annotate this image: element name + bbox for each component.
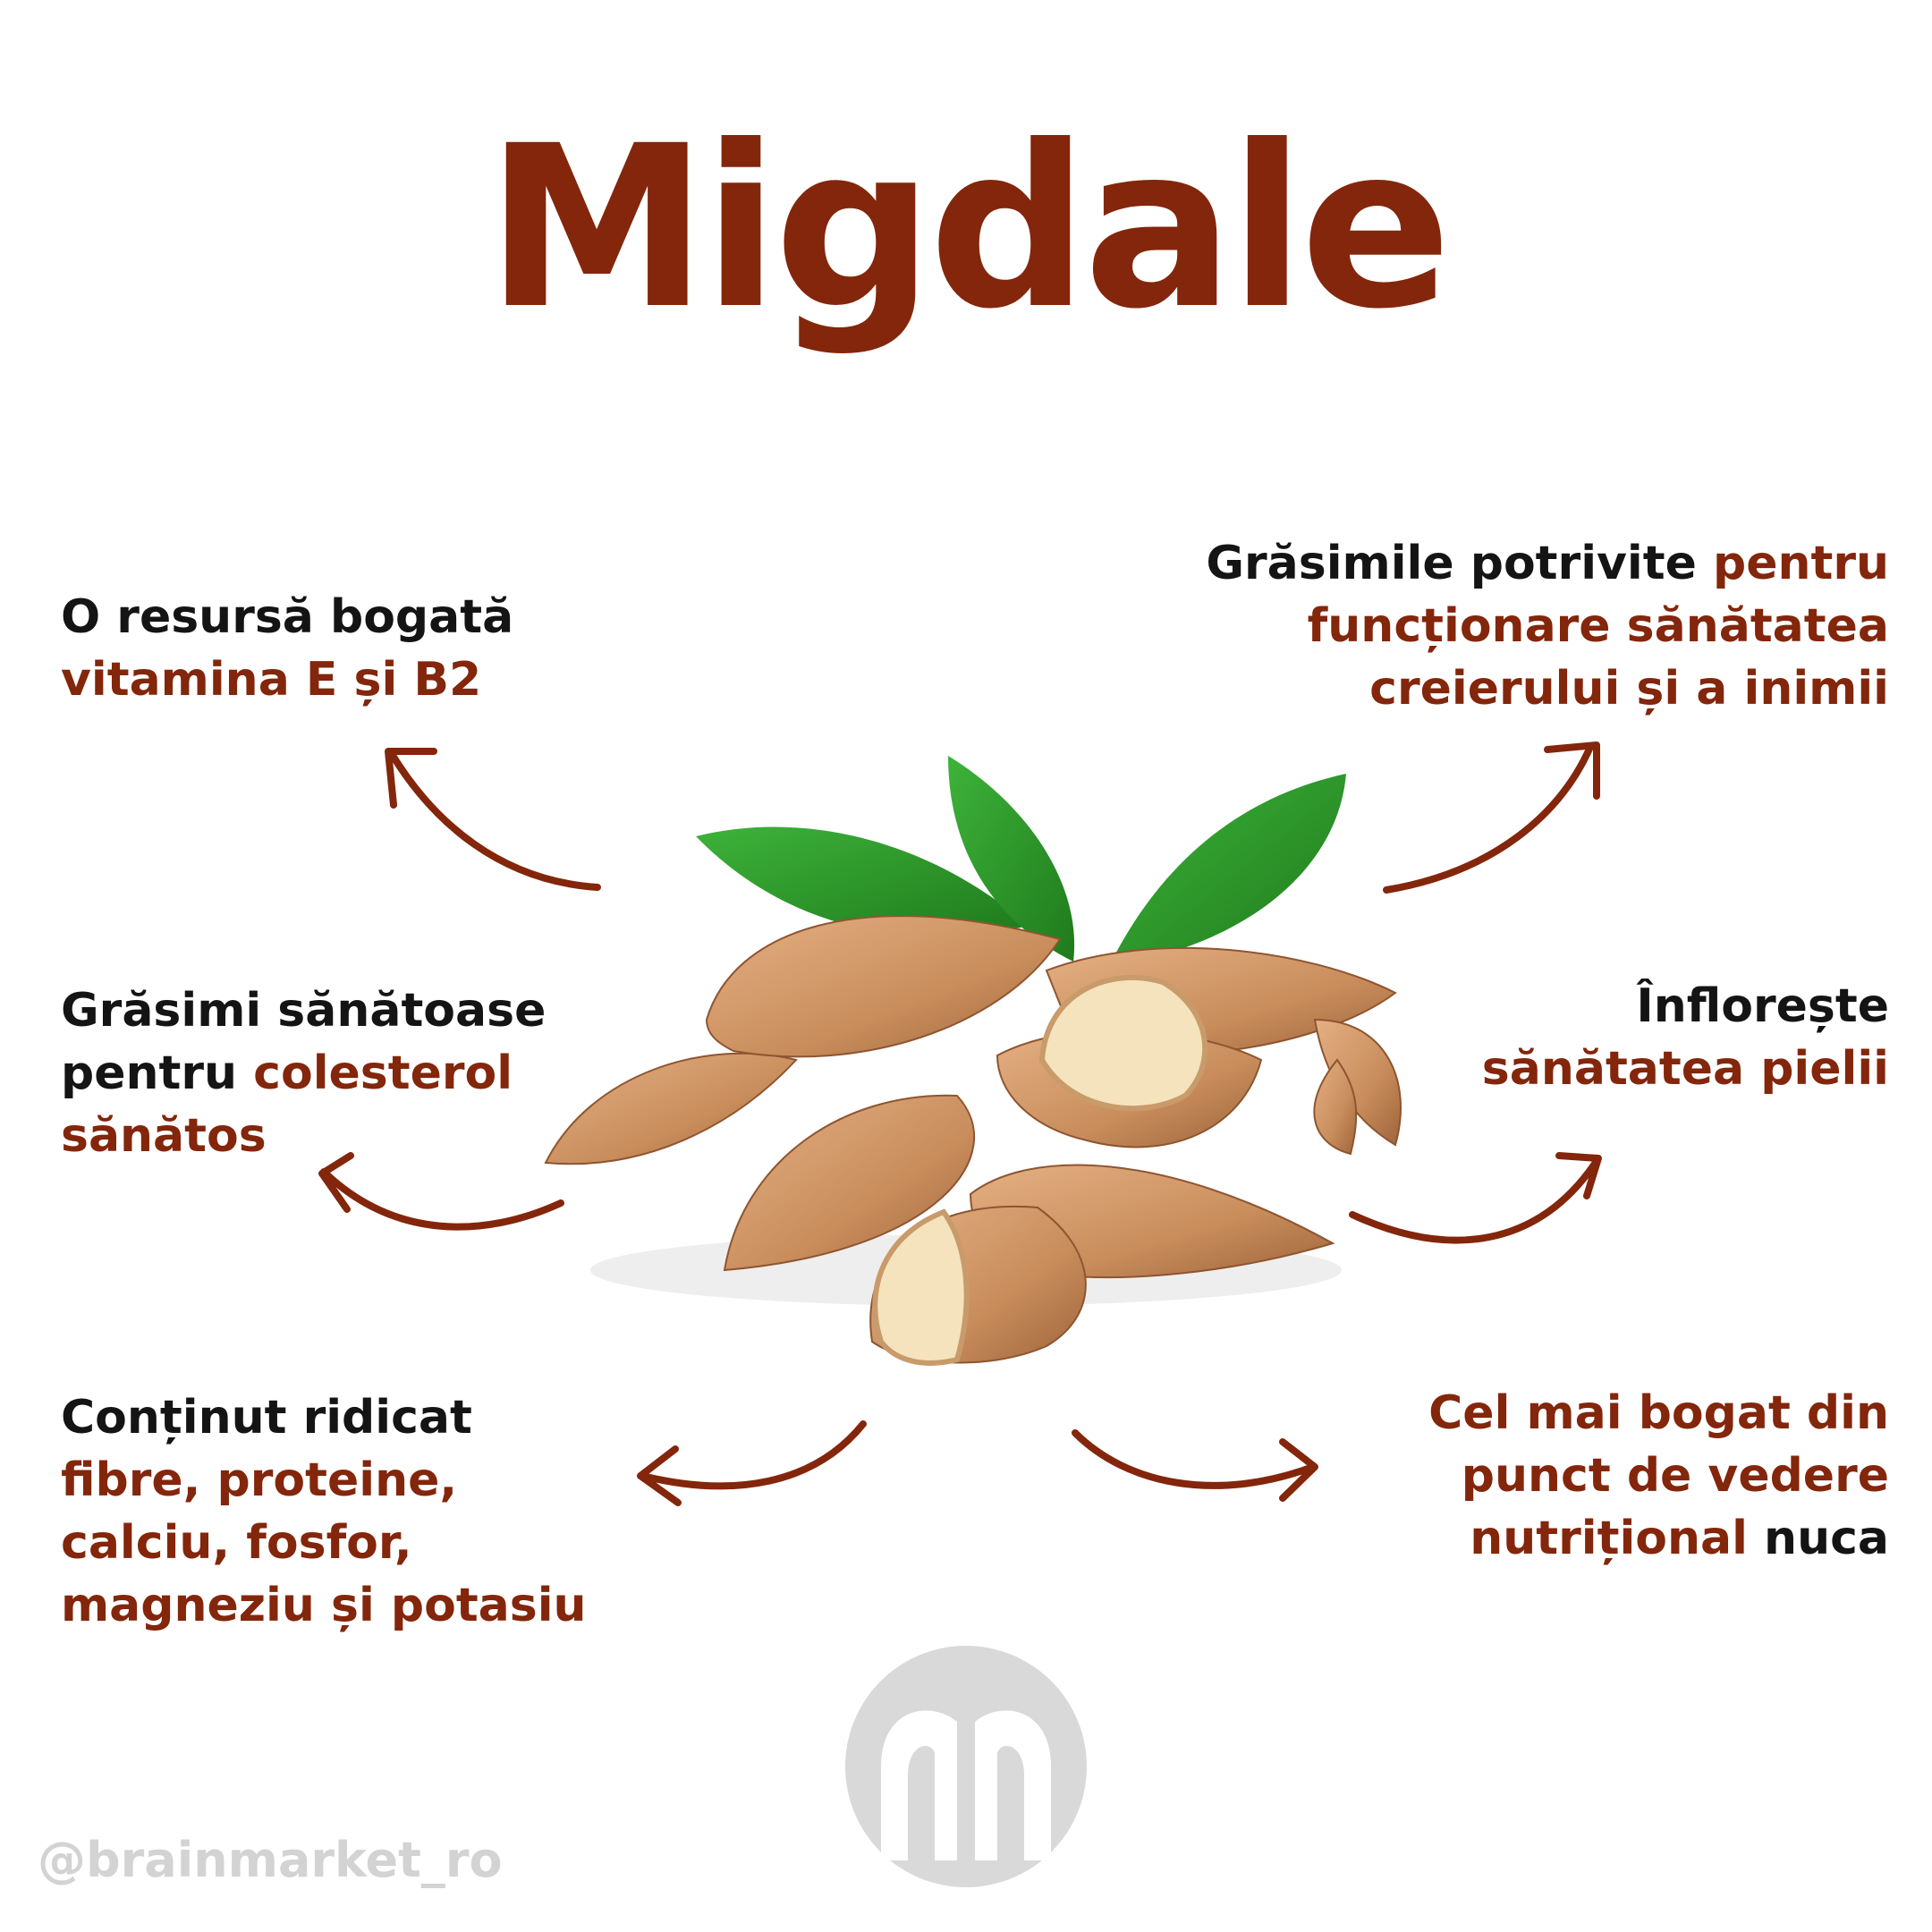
benefit-minerals-line2: fibre, proteine, xyxy=(61,1453,458,1507)
curved-arrow-icon xyxy=(1383,741,1600,894)
almond-cut-icon xyxy=(872,974,1208,1366)
curved-arrow-icon xyxy=(385,748,601,891)
benefit-brain-heart-line1-accent: pentru xyxy=(1712,537,1889,590)
benefit-brain-heart: Grăsimile potrivite pentru funcționare s… xyxy=(1206,532,1889,720)
benefit-skin-line1: Înflorește xyxy=(1636,979,1889,1033)
benefit-skin-line2: sănătatea pielii xyxy=(1481,1042,1889,1096)
leaf-icon xyxy=(696,756,1346,966)
benefit-brain-heart-line3: creierului și a inimii xyxy=(1369,662,1889,716)
benefit-brain-heart-line1-dark: Grăsimile potrivite xyxy=(1206,537,1697,590)
curved-arrow-icon xyxy=(1349,1152,1602,1244)
curved-arrow-icon xyxy=(318,1152,564,1231)
benefit-minerals-line3: calciu, fosfor, xyxy=(61,1516,412,1570)
benefit-minerals-line4: magneziu și potasiu xyxy=(61,1579,587,1632)
benefit-vitamins: O resursă bogată vitamina E și B2 xyxy=(61,586,513,711)
benefit-nutritional-line3-dark: nuca xyxy=(1764,1512,1889,1565)
benefit-minerals-line1: Conținut ridicat xyxy=(61,1391,472,1445)
benefit-cholesterol-line3: sănătos xyxy=(61,1109,267,1163)
curved-arrow-icon xyxy=(1072,1429,1318,1502)
benefit-nutritional-line1: Cel mai bogat din xyxy=(1428,1386,1889,1440)
benefit-nutritional: Cel mai bogat din punct de vedere nutriț… xyxy=(1428,1382,1889,1570)
benefit-cholesterol-line1: Grăsimi sănătoase xyxy=(61,984,547,1038)
benefit-cholesterol-line2-accent: colesterol xyxy=(253,1046,513,1100)
curved-arrow-icon xyxy=(637,1420,867,1506)
social-handle: @brainmarket_ro xyxy=(38,1832,503,1888)
benefit-nutritional-line3-accent: nutrițional xyxy=(1470,1512,1748,1565)
benefit-cholesterol: Grăsimi sănătoase pentru colesterol sănă… xyxy=(61,979,546,1167)
benefit-skin: Înflorește sănătatea pielii xyxy=(1482,975,1889,1100)
benefit-minerals: Conținut ridicat fibre, proteine, calciu… xyxy=(61,1386,587,1637)
benefit-vitamins-line1: O resursă bogată xyxy=(61,590,514,644)
benefit-brain-heart-line2: funcționare sănătatea xyxy=(1307,599,1889,653)
benefit-nutritional-line2: punct de vedere xyxy=(1461,1449,1889,1503)
benefit-cholesterol-line2-dark: pentru xyxy=(61,1046,238,1100)
benefit-vitamins-line2: vitamina E și B2 xyxy=(61,653,482,707)
page-title: Migdale xyxy=(485,97,1452,358)
